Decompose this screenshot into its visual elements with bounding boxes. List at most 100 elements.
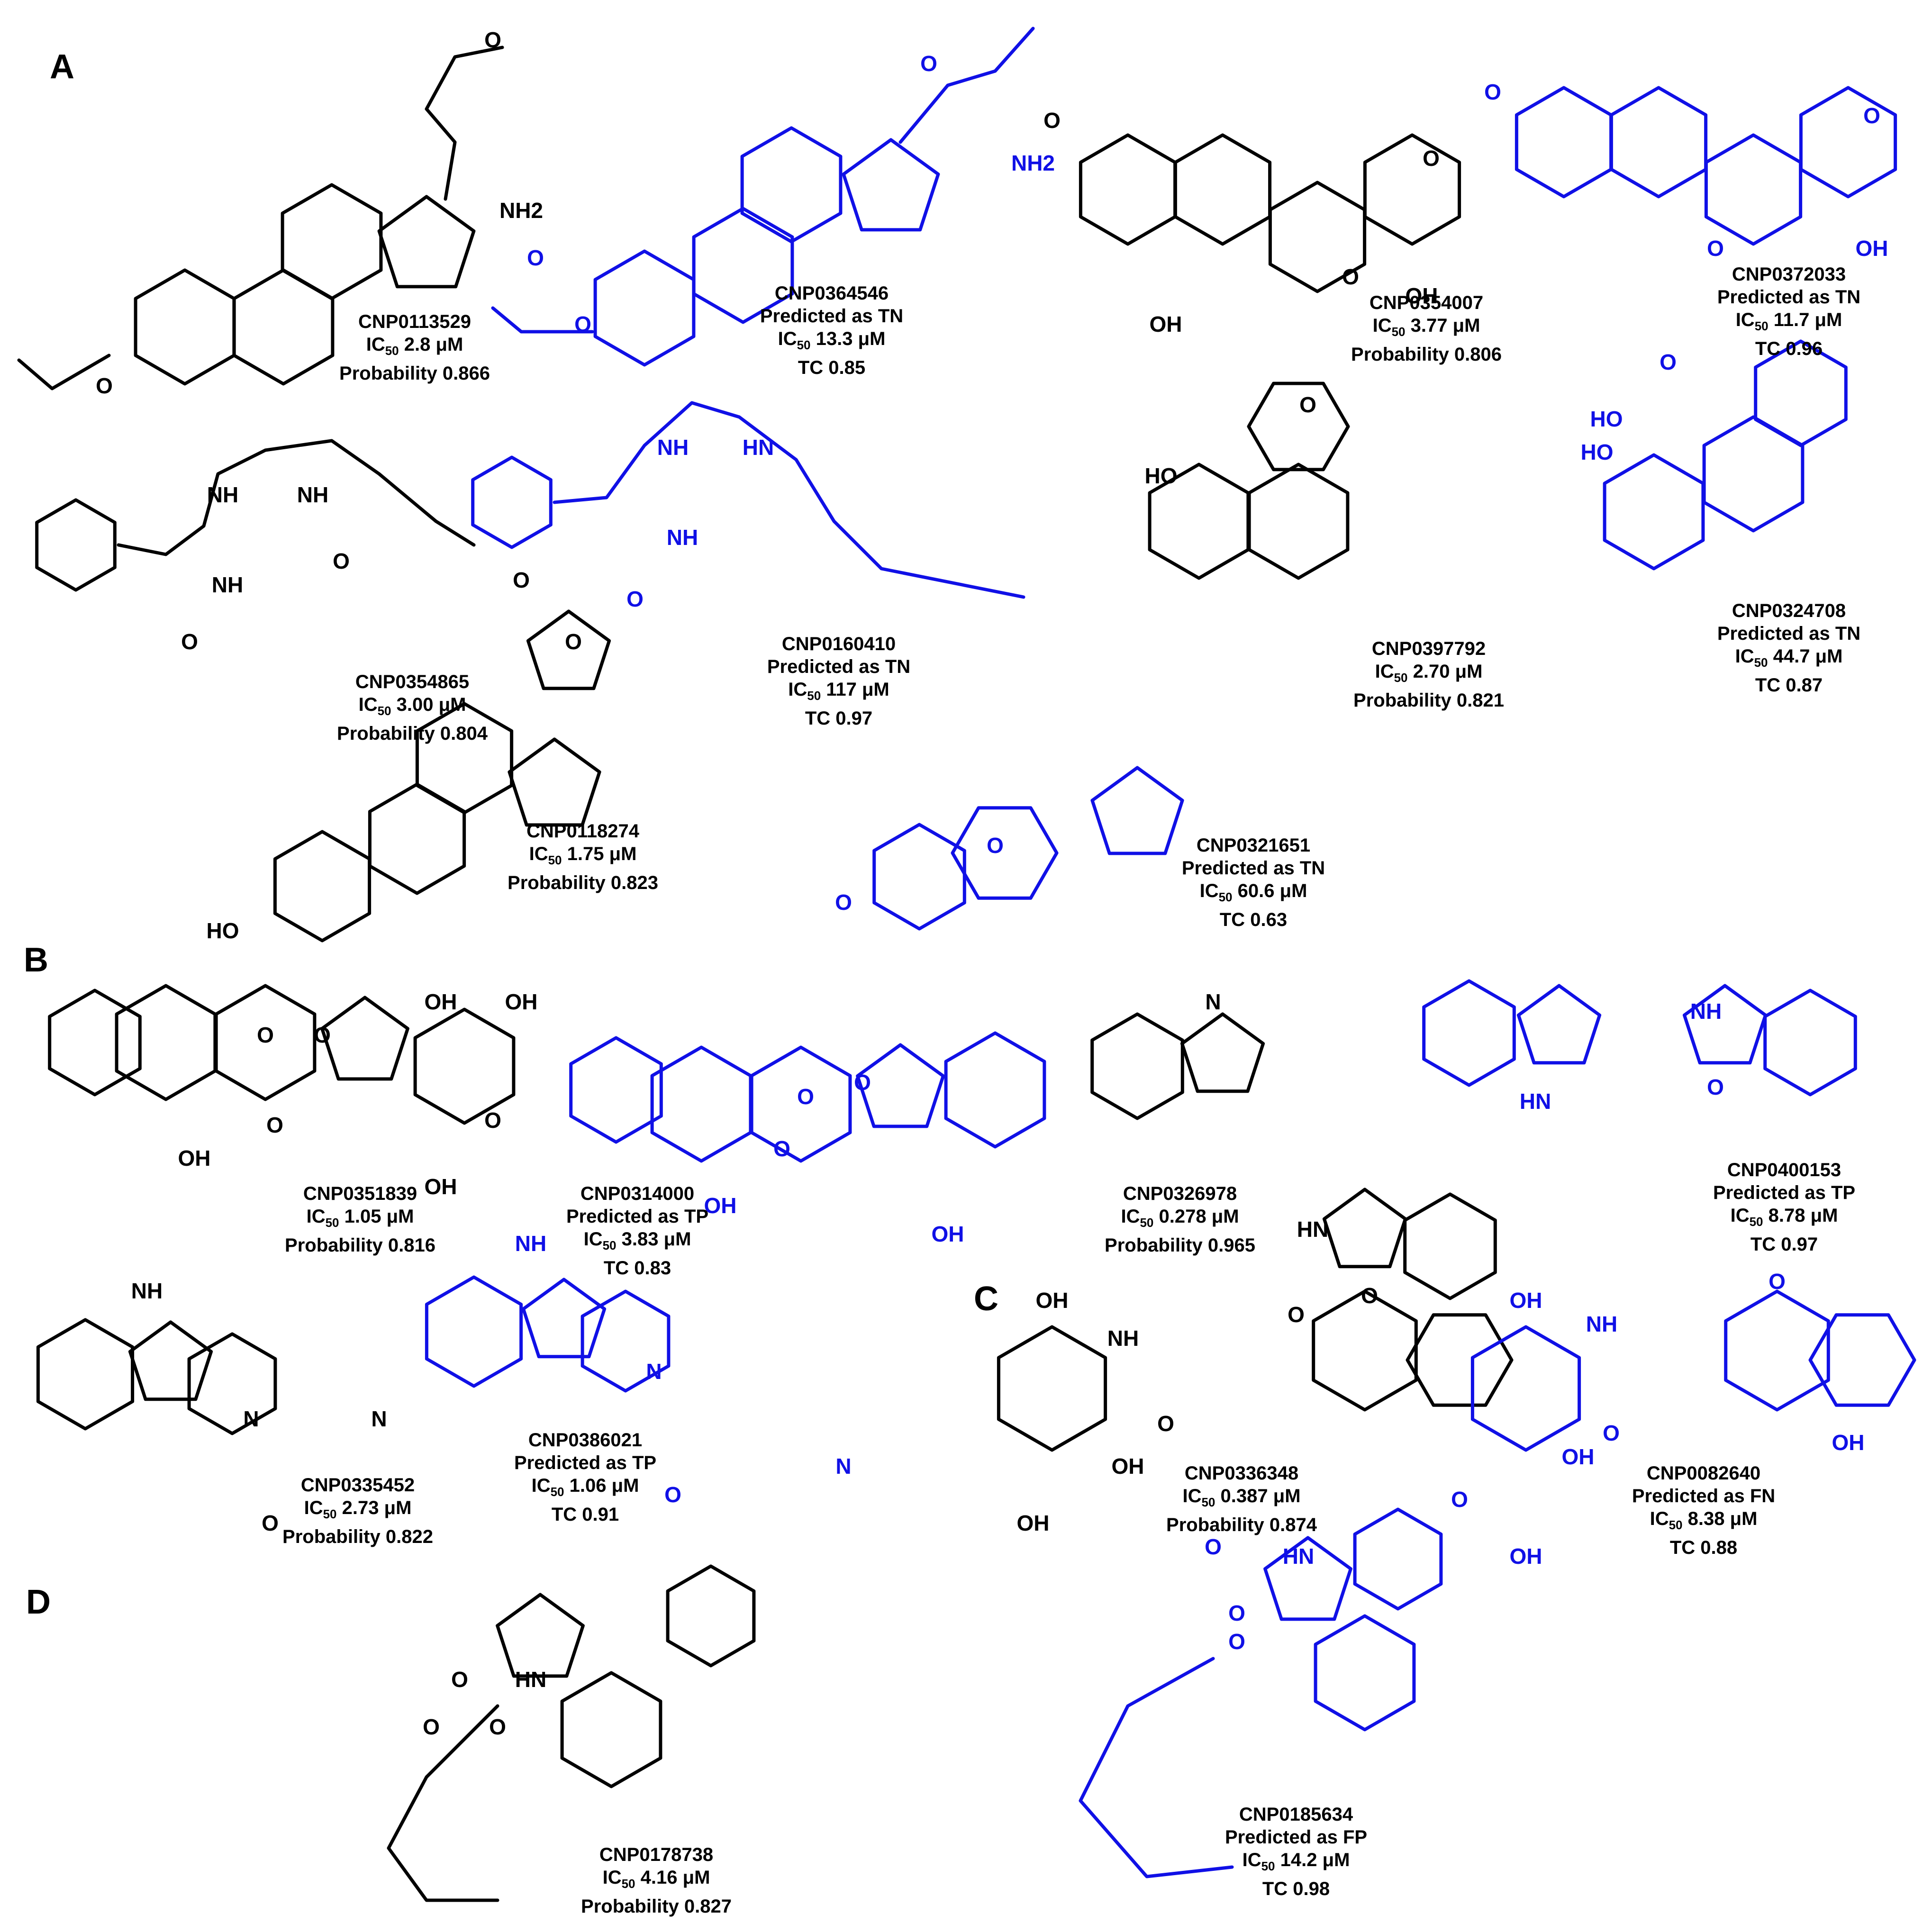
ring-bond bbox=[377, 195, 476, 289]
atom-label: O bbox=[1288, 1302, 1305, 1327]
atom-label: NH bbox=[515, 1231, 546, 1256]
atom-label: O bbox=[664, 1482, 681, 1507]
ic50-value: IC50 60.6 μM bbox=[1199, 880, 1307, 904]
ring-bond bbox=[415, 702, 514, 815]
ring-bond bbox=[842, 138, 940, 232]
ring-bond bbox=[569, 1036, 663, 1144]
probability-value: Probability 0.827 bbox=[581, 1896, 732, 1917]
tc-value: TC 0.88 bbox=[1669, 1537, 1738, 1558]
ic50-value: IC50 2.73 μM bbox=[304, 1497, 412, 1521]
compound-id: CNP0364546 bbox=[774, 283, 889, 304]
ring-bond bbox=[951, 806, 1059, 900]
atom-label: O bbox=[1707, 1075, 1724, 1099]
ring-bond bbox=[666, 1564, 756, 1668]
ring-bond bbox=[1314, 1614, 1416, 1732]
atom-label: O bbox=[484, 1108, 501, 1133]
probability-value: Probability 0.866 bbox=[339, 363, 490, 384]
atom-label: O bbox=[1205, 1534, 1222, 1559]
atom-label: O bbox=[565, 629, 582, 654]
atom-label: O bbox=[626, 587, 644, 611]
atom-label: HN bbox=[743, 435, 774, 460]
atom-label: NH bbox=[657, 435, 689, 460]
prediction-label: Predicted as FP bbox=[1225, 1827, 1368, 1848]
ring-bond bbox=[35, 498, 117, 592]
ring-bond bbox=[368, 782, 466, 895]
ic50-value: IC50 117 μM bbox=[788, 679, 889, 703]
atom-label: NH bbox=[1586, 1312, 1617, 1336]
ring-bond bbox=[856, 1043, 945, 1128]
ic50-value: IC50 0.278 μM bbox=[1121, 1206, 1239, 1230]
ring-bond bbox=[1403, 1192, 1497, 1300]
chain-bond bbox=[387, 1704, 499, 1902]
ring-bond bbox=[214, 984, 317, 1101]
compound-id: CNP0321651 bbox=[1196, 835, 1311, 856]
atom-label: OH bbox=[1562, 1444, 1595, 1469]
ring-bond bbox=[1724, 1289, 1830, 1412]
ring-bond bbox=[1702, 415, 1805, 533]
atom-label: O bbox=[1361, 1283, 1378, 1308]
prediction-label: Predicted as TN bbox=[1717, 623, 1861, 644]
atom-label: OH bbox=[1112, 1454, 1144, 1478]
atom-label: O bbox=[1707, 236, 1724, 261]
ring-bond bbox=[1406, 1313, 1514, 1407]
atom-label: HN bbox=[515, 1667, 546, 1692]
atom-label: O bbox=[1342, 264, 1359, 289]
ic50-value: IC50 1.75 μM bbox=[529, 844, 637, 867]
atom-label: OH bbox=[178, 1146, 211, 1170]
chain-bond bbox=[1079, 1657, 1234, 1878]
chain-bond bbox=[17, 354, 111, 390]
tc-value: TC 0.98 bbox=[1262, 1878, 1330, 1899]
atom-label: O bbox=[1157, 1411, 1174, 1436]
ring-bond bbox=[1682, 984, 1768, 1065]
ring-bond bbox=[1603, 453, 1705, 571]
atom-label: HN bbox=[1520, 1089, 1551, 1114]
ring-bond bbox=[692, 207, 794, 324]
compound-id: CNP0160410 bbox=[781, 634, 896, 654]
ring-bond bbox=[581, 1289, 671, 1393]
atom-label: OH bbox=[1036, 1288, 1069, 1313]
probability-value: Probability 0.821 bbox=[1353, 690, 1504, 711]
chain-bond bbox=[117, 439, 476, 556]
tc-value: TC 0.97 bbox=[1750, 1234, 1818, 1255]
chain-bond bbox=[898, 27, 1035, 144]
atom-label: O bbox=[96, 373, 113, 398]
prediction-label: Predicted as TP bbox=[1713, 1182, 1856, 1203]
ic50-value: IC50 3.77 μM bbox=[1372, 315, 1480, 339]
atom-label: O bbox=[423, 1714, 440, 1739]
ring-bond bbox=[1799, 86, 1897, 199]
atom-label: O bbox=[1043, 108, 1061, 133]
tc-value: TC 0.96 bbox=[1755, 338, 1823, 359]
atom-label: O bbox=[835, 890, 852, 915]
atom-label: O bbox=[451, 1667, 468, 1692]
atom-label: O bbox=[987, 833, 1004, 858]
ic50-value: IC50 44.7 μM bbox=[1735, 646, 1843, 670]
probability-value: Probability 0.874 bbox=[1166, 1515, 1317, 1535]
ring-bond bbox=[1180, 1012, 1265, 1093]
ring-bond bbox=[471, 455, 553, 549]
ring-bond bbox=[48, 989, 142, 1097]
atom-label: HN bbox=[1283, 1544, 1314, 1569]
compound-id: CNP0314000 bbox=[580, 1183, 695, 1204]
atom-label: O bbox=[314, 1023, 331, 1047]
atom-label: NH bbox=[1690, 999, 1722, 1024]
atom-label: N bbox=[835, 1454, 851, 1478]
atom-label: HO bbox=[207, 918, 239, 943]
panel-label-b: B bbox=[24, 941, 48, 979]
compound-id: CNP0326978 bbox=[1123, 1183, 1237, 1204]
ring-bond bbox=[128, 1320, 213, 1401]
ring-bond bbox=[1247, 381, 1350, 472]
ring-bond bbox=[1312, 1289, 1418, 1412]
ic50-value: IC50 11.7 μM bbox=[1735, 309, 1842, 333]
ring-bond bbox=[496, 1593, 585, 1678]
ic50-value: IC50 1.05 μM bbox=[306, 1206, 414, 1230]
ic50-value: IC50 2.8 μM bbox=[366, 334, 463, 358]
prediction-label: Predicted as TP bbox=[566, 1206, 709, 1227]
atom-label: O bbox=[797, 1084, 814, 1109]
prediction-label: Predicted as TN bbox=[767, 656, 911, 677]
